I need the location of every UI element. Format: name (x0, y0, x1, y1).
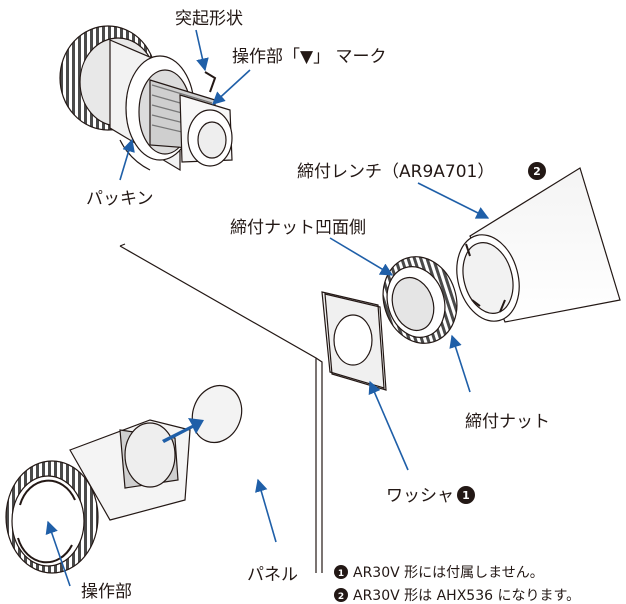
arrow-packing (119, 138, 135, 181)
pointer-arrows (45, 29, 490, 587)
arrow-protrusion (195, 29, 209, 72)
footnote-one-text: AR30V 形には付属しません。 (353, 565, 544, 581)
arrow-nut (449, 334, 471, 393)
marker-one-washer-text: 1 (462, 489, 470, 502)
marker-two-wrench-text: 2 (533, 165, 541, 178)
arrow-wrench (417, 182, 490, 219)
tightening-nut-illustration (382, 256, 458, 344)
switch-body-illustration (59, 25, 233, 172)
footnote-one: 1 AR30V 形には付属しません。 (334, 565, 544, 581)
label-nut: 締付ナット (465, 412, 550, 432)
footnote-one-marker: 1 (338, 569, 344, 579)
assembly-direction-arrow (162, 418, 204, 443)
arrow-operation-mark (212, 69, 251, 105)
marker-one-washer: 1 (457, 486, 475, 504)
arrow-panel (255, 478, 277, 543)
panel-illustration (119, 243, 323, 573)
washer-illustration (321, 291, 387, 391)
label-protrusion: 突起形状 (175, 9, 243, 29)
round-cap-illustration (191, 384, 243, 444)
arrow-operation-part (45, 520, 71, 587)
label-operation-mark: 操作部「▼」 マーク (232, 47, 386, 67)
wrench-illustration (456, 167, 621, 323)
marker-two-wrench: 2 (528, 162, 546, 180)
label-washer: ワッシャ (386, 486, 454, 506)
label-operation-part: 操作部 (81, 582, 132, 602)
operation-part-illustration (5, 419, 191, 574)
label-nut-recess: 締付ナット凹面側 (230, 218, 366, 238)
label-panel: パネル (247, 565, 298, 585)
footnote-two: 2 AR30V 形は AHX536 になります。 (334, 588, 580, 604)
footnote-two-marker: 2 (338, 592, 344, 602)
arrow-washer (368, 380, 409, 471)
label-wrench: 締付レンチ（AR9A701） (297, 162, 494, 182)
label-packing: パッキン (86, 189, 154, 209)
arrow-nut-recess (329, 237, 394, 276)
footnote-two-text: AR30V 形は AHX536 になります。 (353, 588, 580, 604)
